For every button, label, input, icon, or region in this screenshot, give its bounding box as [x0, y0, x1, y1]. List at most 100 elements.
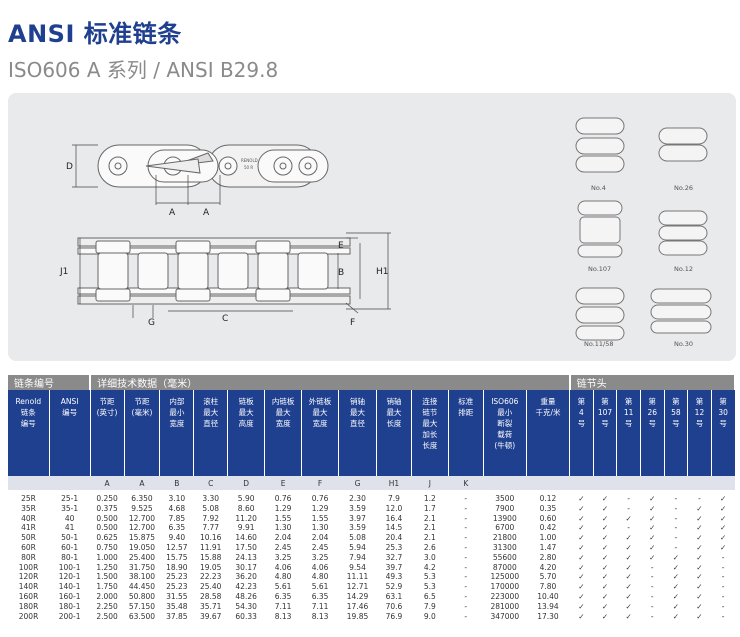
table-cell: ✓ — [672, 582, 679, 592]
table-cell: ✓ — [696, 611, 703, 621]
table-cell: ✓ — [696, 523, 703, 533]
table-cell: 5.3 — [423, 582, 436, 592]
table-cell: 13900 — [492, 513, 517, 523]
table-cell: 3.25 — [274, 552, 292, 562]
table-cell: 38.100 — [128, 572, 156, 582]
column-symbol: J — [411, 476, 449, 490]
table-cell: 12.57 — [166, 542, 188, 552]
table-cell: - — [464, 494, 468, 503]
table-cell: ✓ — [578, 582, 585, 592]
table-cell: ✓ — [601, 533, 609, 543]
table-cell: 39.7 — [385, 562, 403, 572]
column-header: 第 26 号 — [640, 390, 665, 476]
table-cell: - — [674, 523, 678, 533]
table-cell: - — [464, 582, 468, 592]
dim-label-F: F — [350, 318, 355, 328]
column-header: 销轴 最大 直径 — [338, 390, 377, 476]
chain-drawings: RENOLD 50 R D A A — [59, 117, 712, 348]
table-cell: 7900 — [495, 503, 515, 513]
plate-size-text: 50 R — [244, 165, 253, 170]
table-cell: 0.60 — [539, 513, 557, 523]
table-cell: 12.0 — [385, 503, 403, 513]
table-cell: 2.1 — [423, 523, 436, 533]
table-cell: 41R — [21, 523, 36, 533]
table-cell: 1.30 — [311, 523, 329, 533]
table-cell: 4.80 — [311, 572, 329, 582]
table-cell: 19.85 — [346, 611, 369, 621]
table-cell: 7.94 — [349, 552, 366, 562]
table-cell: 60R — [21, 542, 36, 552]
table-cell: 30.17 — [235, 562, 257, 572]
link-label-no30: No.30 — [674, 340, 693, 348]
table-cell: 13.94 — [537, 601, 559, 611]
table-cell: 120-1 — [58, 572, 81, 582]
dim-label-A2: A — [203, 208, 210, 218]
table-cell: 28.58 — [199, 591, 222, 601]
column-header: 销轴 最大 长度 — [376, 390, 412, 476]
table-cell: 3500 — [495, 494, 515, 503]
column-header: 第 58 号 — [664, 390, 689, 476]
table-cell: 8.13 — [311, 611, 329, 621]
table-cell: 7.92 — [202, 513, 220, 523]
link-label-no12: No.12 — [674, 265, 693, 273]
table-cell: 9.54 — [349, 562, 366, 572]
table-cell: - — [464, 523, 468, 533]
column-symbol — [616, 476, 641, 490]
column-header: 内部 最小 宽度 — [159, 390, 195, 476]
table-cell: 0.76 — [311, 494, 329, 503]
plate-brand-text: RENOLD — [241, 158, 258, 163]
column-symbol — [8, 476, 50, 490]
table-cell: 5.94 — [349, 542, 366, 552]
link-label-no4: No.4 — [591, 184, 606, 192]
table-cell: 15.75 — [166, 552, 188, 562]
table-cell: ✓ — [672, 591, 679, 601]
table-cell: 10.16 — [199, 533, 222, 543]
table-cell: 3.0 — [423, 552, 436, 562]
table-cell: - — [650, 572, 654, 582]
column-header: 标准 排距 — [448, 390, 484, 476]
column-header: 节距 (毫米) — [124, 390, 161, 476]
table-cell: 22.23 — [199, 572, 222, 582]
table-cell: 14.60 — [235, 533, 257, 543]
table-cell: 170000 — [490, 582, 520, 592]
table-cell: 50-1 — [61, 533, 79, 543]
table-cell: 7.77 — [202, 523, 220, 533]
table-cell: 347000 — [490, 611, 520, 621]
table-cell: ✓ — [719, 494, 727, 503]
table-cell: 24.13 — [235, 552, 257, 562]
dim-label-A1: A — [169, 208, 176, 218]
table-cell: ✓ — [578, 601, 585, 611]
table-cell: 4.06 — [274, 562, 292, 572]
table-cell: 40 — [64, 513, 75, 523]
table-cell: 35.71 — [199, 601, 222, 611]
table-cell: 37.85 — [166, 611, 188, 621]
table-cell: 4.68 — [168, 503, 186, 513]
table-cell: 5.90 — [237, 494, 255, 503]
column-header: 第 12 号 — [687, 390, 712, 476]
table-cell: - — [650, 582, 654, 592]
table-cell: 76.9 — [385, 611, 403, 621]
table-cell: ✓ — [672, 611, 679, 621]
table-cell: ✓ — [719, 533, 727, 543]
table-cell: 1.29 — [274, 503, 292, 513]
table-cell: 4.06 — [311, 562, 329, 572]
table-cell: 7.11 — [311, 601, 329, 611]
table-cell: 4.80 — [274, 572, 292, 582]
table-cell: ✓ — [696, 601, 703, 611]
table-cell: 2.45 — [274, 542, 292, 552]
table-cell: ✓ — [719, 503, 727, 513]
table-cell: 50.800 — [128, 591, 156, 601]
table-cell: 7.9 — [387, 494, 400, 503]
link-label-no26: No.26 — [674, 184, 693, 192]
table-cell: 4.2 — [423, 562, 436, 572]
table-cell: 2.04 — [274, 533, 292, 543]
link-label-no11-58: No.11/58 — [584, 340, 614, 348]
table-cell: 70.6 — [385, 601, 403, 611]
table-cell: 3.59 — [349, 503, 366, 513]
table-cell: ✓ — [649, 552, 656, 562]
table-cell: 11.20 — [235, 513, 257, 523]
